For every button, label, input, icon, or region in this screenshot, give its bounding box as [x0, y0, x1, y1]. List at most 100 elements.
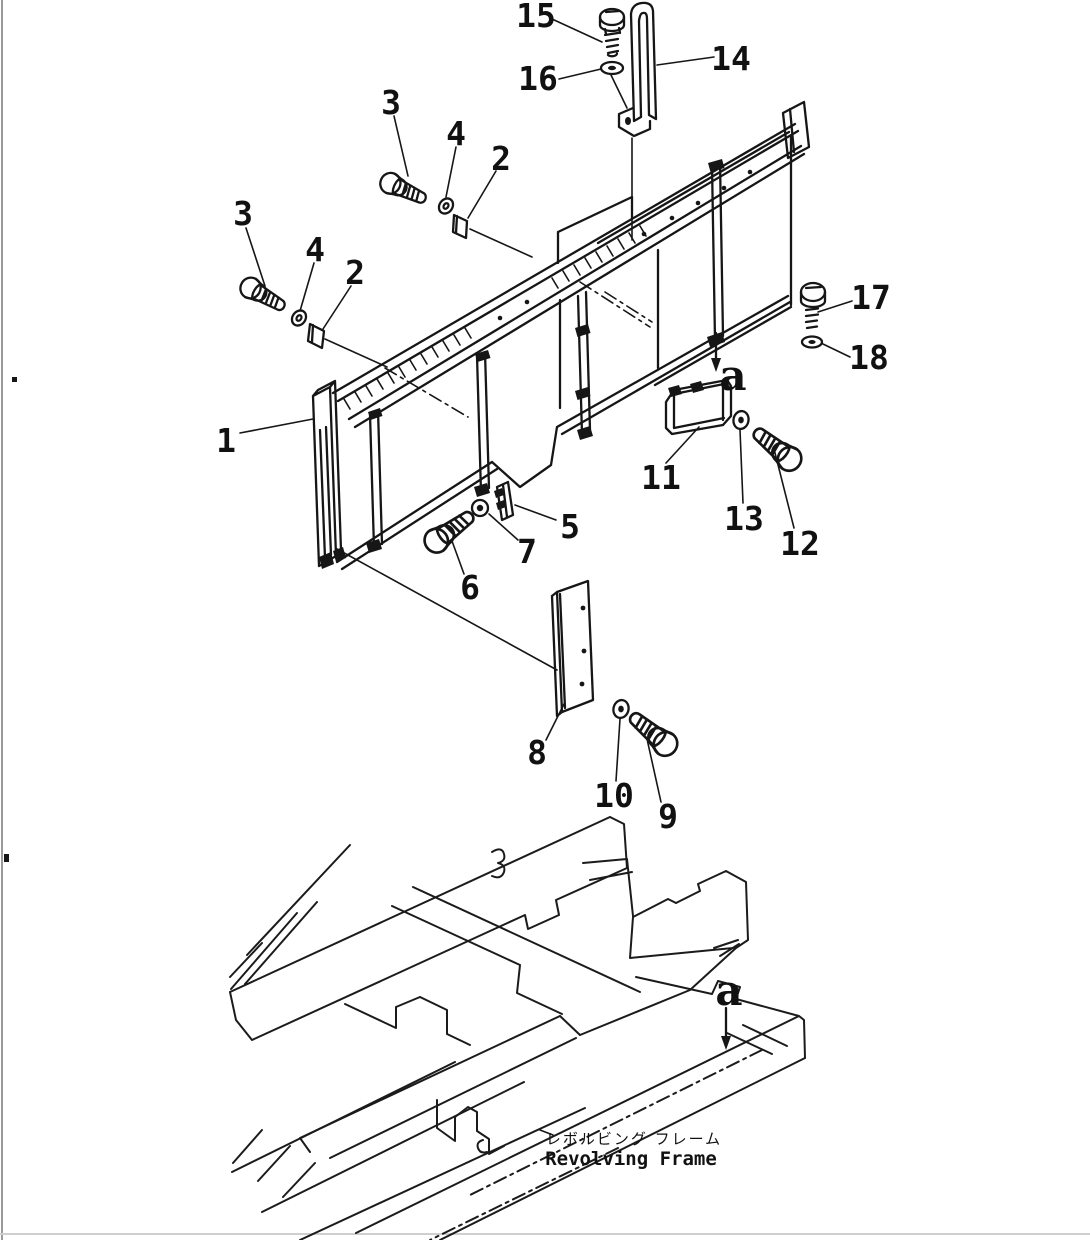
rail-end-bracket	[781, 100, 811, 160]
washer-4-lower	[290, 309, 308, 327]
washer-18	[800, 335, 824, 349]
washer-4-upper	[437, 197, 455, 215]
leader-18	[822, 343, 851, 358]
frame-hook-detail	[491, 848, 506, 879]
bolt-15	[598, 7, 626, 58]
middle-panel	[558, 248, 660, 410]
frame-centerline-1	[429, 1147, 619, 1240]
callout-1: 1	[216, 421, 236, 460]
callout-10: 10	[594, 776, 634, 815]
leader-9	[646, 738, 662, 803]
callout-4-upper: 4	[446, 114, 466, 153]
leader-8	[545, 703, 565, 741]
hook-part-14	[610, 1, 658, 241]
bolt-9	[622, 704, 684, 762]
leader-lines	[239, 18, 853, 1136]
leader-1	[239, 418, 314, 434]
projection-line-plate8	[336, 548, 558, 671]
scan-dot	[12, 377, 17, 382]
hidden-lines	[384, 281, 653, 418]
washer-16	[599, 60, 625, 76]
washer-7	[470, 498, 490, 518]
leader-16	[558, 68, 602, 80]
leader-3-upper	[393, 115, 409, 177]
callout-3-lower: 3	[233, 194, 253, 233]
callout-11: 11	[641, 458, 681, 497]
washer-13	[732, 409, 750, 431]
callout-2-lower: 2	[345, 253, 365, 292]
rail-hatching	[343, 225, 647, 410]
callout-17: 17	[851, 278, 891, 317]
frame-deck-centerline	[469, 1049, 763, 1196]
plate-2-lower	[306, 322, 326, 350]
leader-5	[514, 504, 557, 521]
right-panel	[596, 130, 793, 387]
bolt-17	[799, 281, 827, 330]
leader-2-lower	[322, 285, 388, 368]
frame-raised-block	[559, 870, 749, 1036]
callout-14: 14	[711, 39, 751, 78]
leader-14	[656, 56, 715, 66]
callout-16: 16	[518, 59, 558, 98]
rail-rivet-holes	[497, 169, 753, 321]
leader-11	[665, 426, 700, 464]
scan-dot	[4, 854, 9, 862]
callout-13: 13	[724, 499, 764, 538]
section-label-a-lower: a	[715, 966, 742, 1015]
revolving-frame	[229, 816, 806, 1240]
frame-deck-notches	[726, 1024, 788, 1055]
leader-6	[451, 540, 465, 575]
callout-7: 7	[517, 532, 537, 571]
callout-3-upper: 3	[381, 83, 401, 122]
leader-12	[773, 448, 795, 529]
callout-5: 5	[560, 507, 580, 546]
bottom-rail	[335, 294, 792, 571]
callout-labels: 15 16 14 3 4 2 3 4 2 1 17 18 11 13 12 5 …	[216, 0, 891, 1015]
callout-6: 6	[460, 568, 480, 607]
frame-main-beam	[229, 816, 628, 1041]
frame-deck	[355, 976, 806, 1240]
callout-4-lower: 4	[305, 230, 325, 269]
plate-8	[550, 579, 595, 718]
callout-15: 15	[516, 0, 556, 35]
leader-4-upper	[445, 146, 457, 198]
panel-assembly	[311, 100, 811, 671]
leader-17	[817, 300, 853, 313]
bracket-11	[664, 378, 733, 436]
caption-japanese: レボルビング フレーム	[546, 1130, 722, 1148]
frame-cross-members	[391, 886, 641, 1015]
leader-caption	[539, 1129, 554, 1136]
frame-beam-2	[299, 1015, 577, 1159]
leader-2-upper	[467, 170, 533, 258]
bolt-12	[746, 420, 808, 477]
frame-crenellation	[344, 996, 471, 1046]
frame-block-lines	[582, 858, 634, 917]
clamp-5	[494, 480, 515, 522]
leader-15	[551, 18, 603, 43]
leader-4-lower	[299, 262, 315, 312]
plate-2-upper	[451, 213, 469, 240]
frame-cutout	[436, 1099, 505, 1155]
caption-english: Revolving Frame	[545, 1148, 717, 1170]
callout-2-upper: 2	[491, 139, 511, 178]
frame-hatch-upper	[229, 844, 351, 990]
section-label-a-upper: a	[719, 351, 746, 400]
frame-hatch-lower	[232, 1129, 316, 1198]
leader-13	[739, 429, 744, 504]
washer-10	[612, 698, 630, 720]
frame-long-diagonals	[231, 1061, 586, 1240]
leader-3-lower	[245, 227, 266, 287]
section-arrow-a-upper	[711, 331, 721, 372]
vertical-stiffeners	[366, 159, 725, 553]
leader-7	[488, 513, 519, 541]
callout-8: 8	[527, 733, 547, 772]
callout-12: 12	[780, 524, 820, 563]
callout-18: 18	[849, 338, 889, 377]
left-end-plate	[311, 379, 346, 569]
leader-10	[615, 718, 621, 782]
top-rail	[331, 122, 806, 429]
bolt-axis-line	[610, 74, 628, 109]
callout-9: 9	[658, 797, 678, 836]
